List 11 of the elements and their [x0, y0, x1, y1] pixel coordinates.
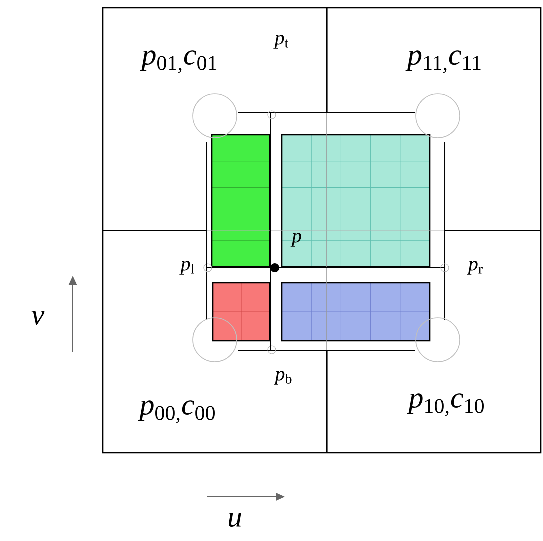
axis-label: v [32, 310, 45, 326]
point-label: p [290, 233, 302, 247]
corner-label: p$_{11,}$c$_{11}$ [406, 50, 481, 74]
corner-label: p$_{00,}$c$_{00}$ [138, 400, 215, 424]
axis-label: u [229, 512, 242, 528]
corner-label: p$_{01,}$c$_{01}$ [140, 50, 217, 74]
point-label: p$_{t}$ [274, 35, 289, 49]
corner-label: p$_{10,}$c$_{10}$ [406, 394, 484, 416]
point-label: p$_{r}$ [467, 261, 483, 275]
point-label: p$_{b}$ [274, 371, 292, 385]
point-label: p$_{l}$ [180, 261, 194, 275]
